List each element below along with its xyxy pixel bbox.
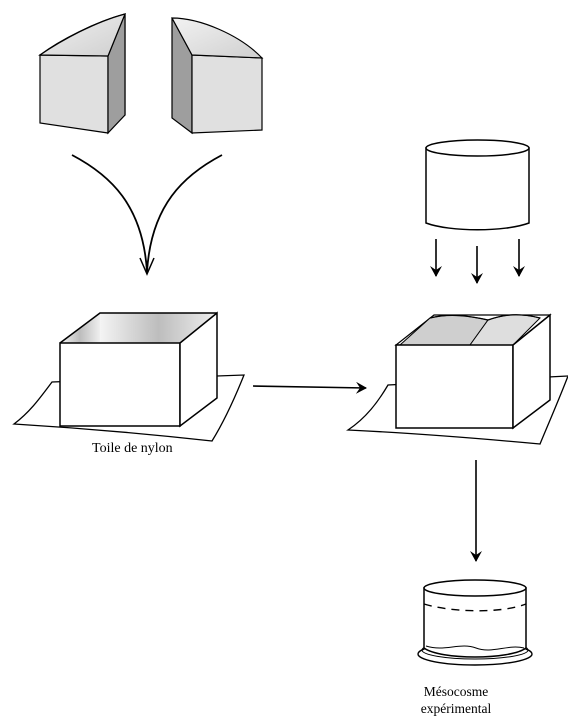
transfer-arrow bbox=[252, 381, 367, 394]
soil-block-right bbox=[170, 17, 264, 135]
mesocosm-label-line2: expérimental bbox=[420, 701, 492, 716]
empty-box bbox=[59, 311, 218, 428]
sediment-core bbox=[425, 139, 530, 231]
merge-arrow bbox=[71, 154, 223, 276]
soil-block-left bbox=[38, 13, 127, 135]
nylon-label: Toile de nylon bbox=[92, 441, 173, 456]
pour-arrows bbox=[430, 239, 525, 284]
filled-box bbox=[394, 313, 552, 430]
mesocosm-label: Mésocosme expérimental bbox=[400, 683, 512, 717]
mesocosm bbox=[417, 579, 533, 666]
mesocosm-label-line1: Mésocosme bbox=[423, 684, 489, 699]
